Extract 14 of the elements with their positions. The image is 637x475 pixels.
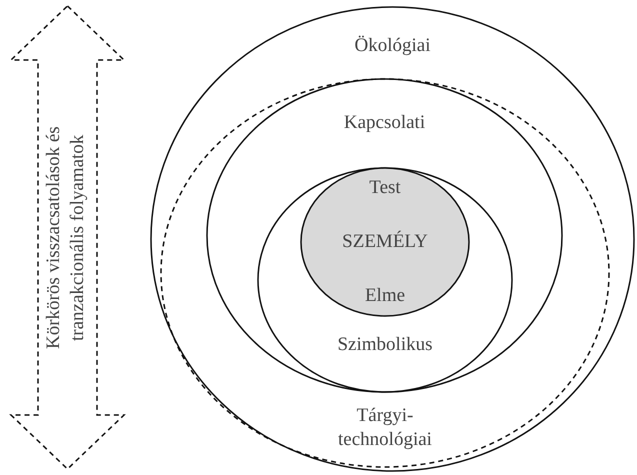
layer-label: Test — [368, 176, 402, 200]
layer-label: Tárgyi- technológiai — [337, 404, 433, 452]
double-arrow-shape — [10, 5, 125, 470]
shaded-circle — [300, 167, 470, 317]
layer-label: Elme — [364, 284, 406, 308]
rotated-label: Körkörös visszacsatolások és tranzakcionális folyamatok — [42, 125, 89, 351]
dashed-ellipse-outline — [160, 78, 610, 468]
layer-label: Ökológiai — [354, 34, 432, 58]
ellipse-outline — [206, 78, 563, 393]
layer-label: SZEMÉLY — [341, 230, 429, 254]
layer-label: Szimbolikus — [336, 333, 434, 357]
ellipse-outline — [150, 6, 635, 472]
ellipse-outline — [257, 167, 513, 393]
layer-label: Kapcsolati — [342, 111, 426, 135]
